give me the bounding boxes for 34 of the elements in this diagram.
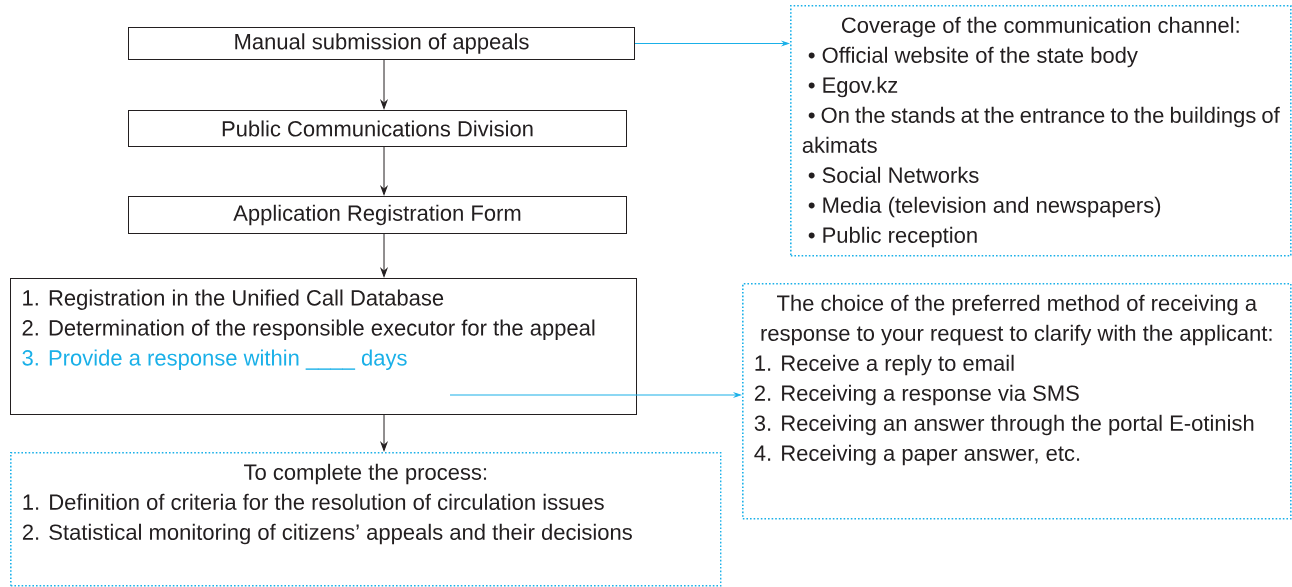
process-box <box>128 27 635 60</box>
arrow <box>380 414 388 452</box>
list-item: 1. Receive a reply to email <box>755 354 1014 376</box>
arrow <box>380 59 388 110</box>
arrow <box>449 392 741 398</box>
process-box <box>128 110 627 147</box>
list-item: 1. Registration in the Unified Call Database <box>23 289 444 310</box>
list-item: • Public reception <box>808 226 977 248</box>
arrow <box>380 146 388 196</box>
arrow <box>634 41 789 46</box>
list-item: 2. Receiving a response via SMS <box>754 384 1079 406</box>
list-item: 3. Receiving an answer through the portal E-otinish <box>754 414 1254 436</box>
heading: Coverage of the communication channel: <box>841 16 1239 38</box>
list-item: • Social Networks <box>808 166 979 183</box>
process-box <box>10 278 637 415</box>
list-item: 4. Receiving a paper answer, etc. <box>754 444 1080 466</box>
heading: To complete the process: <box>244 463 487 485</box>
box-label: Manual submission of appeals <box>235 33 529 54</box>
list-item: 3. Provide a response within ____ days <box>22 349 407 370</box>
box-label: Public Communications Division <box>222 120 533 137</box>
heading: The choice of the preferred method of receiving a response to your request to clarify with the applicant: <box>761 294 1272 346</box>
arrow <box>380 233 388 278</box>
list-item: 1. Definition of criteria for the resolution of circulation issues <box>23 493 604 510</box>
list-item: • Official website of the state body <box>808 46 1138 68</box>
list-item: 2. Statistical monitoring of citizens’ appeals and their decisions <box>22 523 632 545</box>
list-item: • Media (television and newspapers) <box>808 196 1161 218</box>
list-item: • On the stands at the entrance to the buildings of akimats <box>802 106 1280 153</box>
box-label: Application Registration Form <box>233 204 521 226</box>
process-box <box>128 196 627 234</box>
list-item: 2. Determination of the responsible executor for the appeal <box>22 319 595 340</box>
note-box <box>742 283 1292 520</box>
note-box <box>10 452 722 587</box>
note-box <box>790 5 1292 257</box>
list-item: • Egov.kz <box>808 76 898 98</box>
